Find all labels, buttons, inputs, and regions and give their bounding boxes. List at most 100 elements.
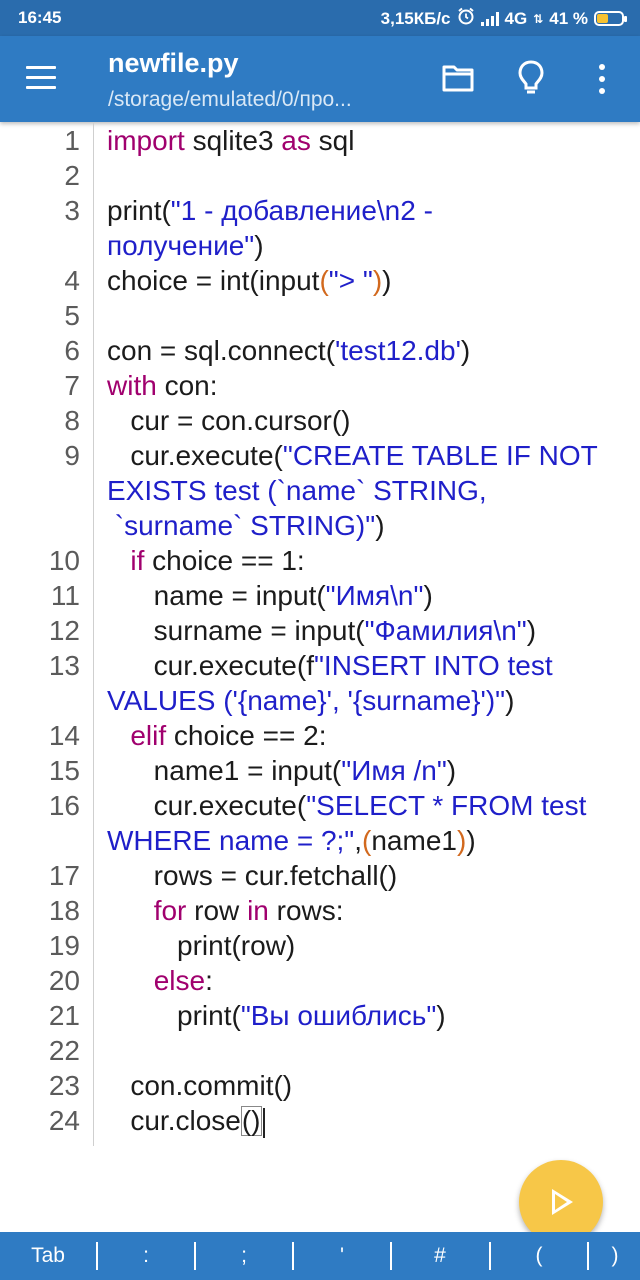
code-token: ) [382,265,392,296]
status-indicators: 3,15КБ/с 4G ⇅ 41 % [380,7,627,30]
run-button[interactable] [519,1160,603,1244]
code-token: sqlite3 [184,125,282,156]
line-number: 6 [64,335,80,366]
code-token: rows = cur.fetchall() [107,860,398,891]
code-line[interactable]: `surname` STRING)") [107,508,385,543]
code-token: , [354,825,363,856]
code-token: cur.execute( [107,790,307,821]
code-line[interactable]: with con: [107,368,218,403]
line-number: 17 [48,860,80,891]
code-line[interactable]: print("1 - добавление\n2 - [107,193,433,228]
line-number: 16 [48,790,80,821]
symbol-key-quote[interactable]: ' [339,1244,344,1267]
code-token: "SELECT * FROM test [306,790,587,821]
symbol-key-close-paren[interactable]: ) [611,1244,619,1267]
line-number: 20 [48,965,80,996]
code-line[interactable]: if choice == 1: [107,543,305,578]
code-token: print(row) [107,930,296,961]
code-token: cur = con.cursor() [107,405,351,436]
line-number: 15 [48,755,80,786]
code-token: choice = int(input [107,265,320,296]
code-line[interactable]: import sqlite3 as sql [107,123,354,158]
code-token: ( [319,265,329,296]
code-token: WHERE name = ?;" [107,825,355,856]
code-token: ) [460,335,471,366]
code-line[interactable]: surname = input("Фамилия\n") [107,613,536,648]
code-line[interactable]: else: [107,963,213,998]
symbol-key-tab[interactable]: Tab [31,1244,65,1267]
symbol-separator [194,1242,196,1270]
code-line[interactable]: получение") [107,228,264,263]
code-token: ) [466,825,476,856]
menu-icon[interactable] [26,66,58,90]
code-line[interactable]: cur.execute("CREATE TABLE IF NOT [107,438,597,473]
code-token: elif [130,720,167,751]
symbol-key-semicolon[interactable]: ; [241,1244,247,1267]
code-line[interactable]: cur.execute("SELECT * FROM test [107,788,587,823]
code-token: ) [456,825,467,856]
code-token: if [130,545,145,576]
code-token: 'test12.db' [335,335,461,366]
code-line[interactable]: WHERE name = ?;",(name1)) [107,823,476,858]
symbol-key-colon[interactable]: : [143,1244,149,1267]
code-line[interactable]: elif choice == 2: [107,718,326,753]
code-token: получение" [107,230,255,261]
signal-icon [480,11,499,26]
code-token: "> " [328,265,373,296]
code-line[interactable]: for row in rows: [107,893,344,928]
code-token: ( [362,825,372,856]
code-line[interactable]: EXISTS test (`name` STRING, [107,473,487,508]
file-path: /storage/emulated/0/про... [108,88,352,111]
line-number: 14 [48,720,80,751]
net-speed: 3,15КБ/с [380,8,451,28]
code-line[interactable]: choice = int(input("> ")) [107,263,391,298]
code-line[interactable]: rows = cur.fetchall() [107,858,398,893]
code-line[interactable]: cur.close() [107,1103,265,1138]
line-number: 18 [48,895,80,926]
symbol-separator [489,1242,491,1270]
status-time: 16:45 [18,8,62,27]
symbol-separator [390,1242,392,1270]
code-token: else [153,965,206,996]
app-bar: newfile.py /storage/emulated/0/про... [0,36,640,122]
code-token: rows: [268,895,344,926]
code-token: choice == 2: [166,720,327,751]
text-caret [262,1107,265,1138]
symbol-key-open-paren[interactable]: ( [535,1244,543,1267]
line-number: 8 [64,405,80,436]
code-line[interactable]: cur = con.cursor() [107,403,351,438]
lightbulb-icon[interactable] [518,60,544,96]
code-token: choice == 1: [144,545,305,576]
code-token: EXISTS test (`name` STRING, [107,475,487,506]
line-number: 13 [48,650,80,681]
code-token: ) [375,510,385,541]
code-token: "Имя /n" [341,755,447,786]
code-token: `surname` STRING)" [107,510,376,541]
code-line[interactable]: con.commit() [107,1068,292,1103]
code-token [107,965,154,996]
code-token: cur.execute( [107,440,283,471]
data-arrows-icon: ⇅ [533,11,544,26]
code-line[interactable]: print(row) [107,928,295,963]
code-line[interactable]: cur.execute(f"INSERT INTO test [107,648,553,683]
code-token: ) [436,1000,446,1031]
more-vert-icon[interactable] [593,62,611,96]
line-number: 21 [48,1000,80,1031]
code-token: for [153,895,187,926]
code-line[interactable]: VALUES ('{name}', '{surname}')") [107,683,514,718]
line-number: 1 [64,125,80,156]
line-number: 10 [48,545,80,576]
symbol-key-hash[interactable]: # [434,1244,446,1267]
code-token: name1 = input( [107,755,342,786]
code-line[interactable]: con = sql.connect('test12.db') [107,333,470,368]
code-line[interactable]: name = input("Имя\n") [107,578,433,613]
code-line[interactable]: print("Вы ошиблись") [107,998,446,1033]
line-number: 9 [64,440,80,471]
folder-icon[interactable] [442,64,474,92]
symbol-separator [292,1242,294,1270]
code-line[interactable]: name1 = input("Имя /n") [107,753,456,788]
battery-icon [594,11,627,26]
line-number: 12 [48,615,80,646]
bracket-match-highlight: () [240,1105,262,1136]
